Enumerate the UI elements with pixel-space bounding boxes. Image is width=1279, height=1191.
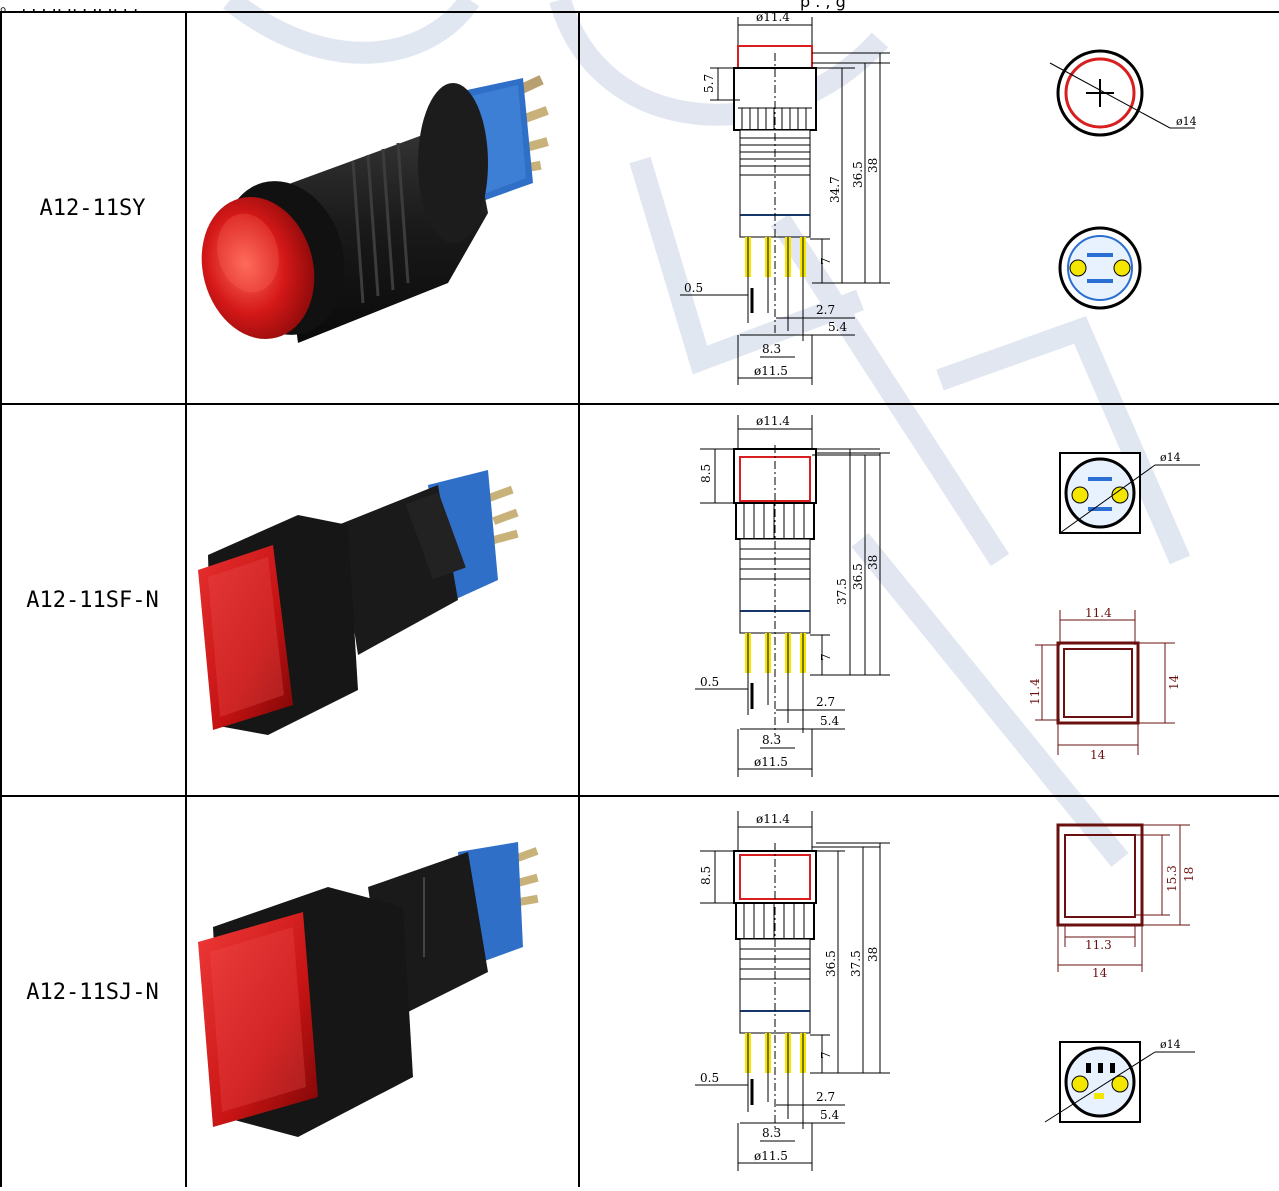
table-border-col1: [185, 11, 187, 1187]
dim-h1: 36.5: [824, 950, 838, 977]
dim-h2: 37.5: [849, 950, 863, 977]
dim-c: 8.3: [762, 1126, 781, 1140]
dim-pin: 7: [819, 257, 833, 265]
dim-sq-outer-h: 14: [1167, 674, 1181, 690]
table-border-col2: [578, 11, 580, 1187]
dim-pin: 7: [819, 1051, 833, 1059]
dim-h2: 36.5: [851, 161, 865, 188]
table-border-row1: [0, 403, 1279, 405]
dim-h1: 34.7: [828, 176, 842, 203]
dim-a: 2.7: [816, 303, 835, 317]
dim-sq-inner-w: 11.4: [1085, 606, 1112, 620]
product-photo-round: [188, 13, 578, 403]
header-right-text: p . , g: [800, 0, 846, 11]
dim-bottom-dia: ø11.5: [754, 755, 788, 769]
dim-top-dia: ø11.4: [756, 414, 790, 428]
dim-h3: 38: [866, 947, 880, 962]
dim-sq-outer-w: 14: [1090, 748, 1106, 762]
dim-cap-h: 5.7: [702, 74, 716, 93]
dim-h3: 38: [866, 158, 880, 173]
table-row: A12-11SJ-N ø11.4: [0, 797, 1279, 1187]
dim-bottom-dia: ø11.5: [754, 364, 788, 378]
dim-h3: 38: [866, 555, 880, 570]
table-border-row2: [0, 795, 1279, 797]
dim-rect-outer-h: 18: [1182, 867, 1196, 882]
table-row: A12-11SY: [0, 10, 1279, 403]
table-border-top: [0, 11, 1279, 13]
dim-a: 2.7: [816, 695, 835, 709]
dim-c: 8.3: [762, 733, 781, 747]
dim-b: 5.4: [820, 1108, 839, 1122]
dim-bottom-dia: ø11.5: [754, 1149, 788, 1163]
dim-pin: 7: [819, 653, 833, 661]
table-border-left: [0, 11, 2, 1187]
dim-h2: 36.5: [851, 563, 865, 590]
dim-face-dia: ø14: [1176, 115, 1197, 128]
table-row: A12-11SF-N ø11.4: [0, 405, 1279, 795]
dim-rect-inner-w: 11.3: [1085, 938, 1112, 952]
technical-drawing: ø11.4: [580, 10, 1279, 403]
dim-b: 5.4: [828, 320, 847, 334]
dim-cap-h: 8.5: [699, 464, 713, 483]
dim-c: 8.3: [762, 342, 781, 356]
dim-cap-h: 8.5: [699, 866, 713, 885]
dim-rect-inner-h: 15.3: [1165, 865, 1179, 892]
dim-rect-outer-w: 14: [1092, 966, 1108, 980]
product-photo-rect: [188, 797, 578, 1187]
dim-face-dia: ø14: [1160, 451, 1181, 464]
model-name: A12-11SJ-N: [26, 979, 159, 1005]
page-header: 。 , . . ., ., . .. ., . , p . , g: [0, 0, 1279, 14]
technical-drawing: ø11.4 8.5: [580, 797, 1279, 1187]
dim-top-dia: ø11.4: [756, 812, 790, 826]
model-name: A12-11SF-N: [26, 587, 159, 613]
product-photo-square: [188, 405, 578, 795]
dim-top-dia: ø11.4: [756, 13, 790, 24]
dim-h1: 37.5: [835, 578, 849, 605]
dim-pin-thk: 0.5: [700, 1071, 719, 1085]
technical-drawing: ø11.4 8.5: [580, 405, 1279, 795]
dim-a: 2.7: [816, 1090, 835, 1104]
model-name: A12-11SY: [39, 195, 146, 221]
dim-pin-thk: 0.5: [700, 675, 719, 689]
header-left-text: 。 , . . ., ., . .. ., . ,: [0, 0, 139, 14]
dim-face-dia: ø14: [1160, 1038, 1181, 1051]
dim-sq-inner-h: 11.4: [1028, 678, 1042, 705]
dim-pin-thk: 0.5: [684, 281, 703, 295]
dim-b: 5.4: [820, 714, 839, 728]
